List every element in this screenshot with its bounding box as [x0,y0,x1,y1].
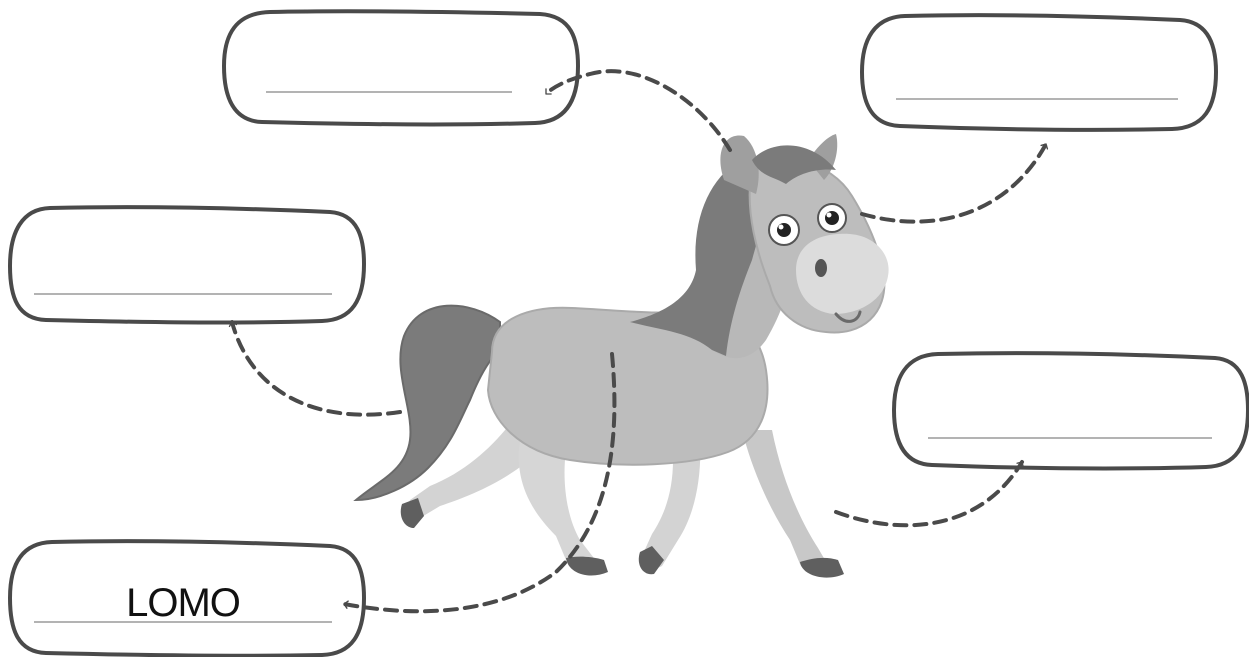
label-box-outline [221,9,581,127]
horse-front-leg-right [742,430,832,576]
horse-eyes [768,203,847,246]
label-box-bottom-left[interactable]: LOMO [7,539,367,657]
horse-back-leg-left [407,410,540,519]
horse-hoof [800,557,844,578]
pointer-arrows [228,69,1049,614]
label-box-answer[interactable]: LOMO [126,581,241,625]
label-box-outline [859,13,1219,132]
horse-tail [353,304,501,502]
horse-illustration [353,134,889,578]
horse-body [486,306,769,466]
horse-hoof [566,556,608,576]
label-box-middle-right[interactable] [891,351,1249,471]
label-box-top-right[interactable] [859,13,1219,132]
arrow-tail-to-middle-left-box [228,320,402,417]
horse-forelock [752,145,836,184]
horse-front-leg-left [642,440,701,568]
horse-back-leg-right [518,440,600,570]
arrow-leg-to-middle-right-box [834,460,1024,528]
label-box-outline [7,205,367,325]
label-box-outline [7,539,367,657]
arrow-back-to-bottom-left-box [342,352,617,614]
horse-muzzle [796,233,889,314]
label-box-top-left[interactable] [221,9,581,127]
label-box-middle-left[interactable] [7,205,367,325]
horse-nostril [815,259,827,277]
arrow-ear-to-top-left-box [544,69,732,152]
arrow-eye-to-top-right-box [860,142,1049,224]
horse-hoof [400,498,424,528]
label-box-outline [891,351,1249,471]
horse-hoof [638,546,664,575]
horse-mouth [834,310,862,323]
